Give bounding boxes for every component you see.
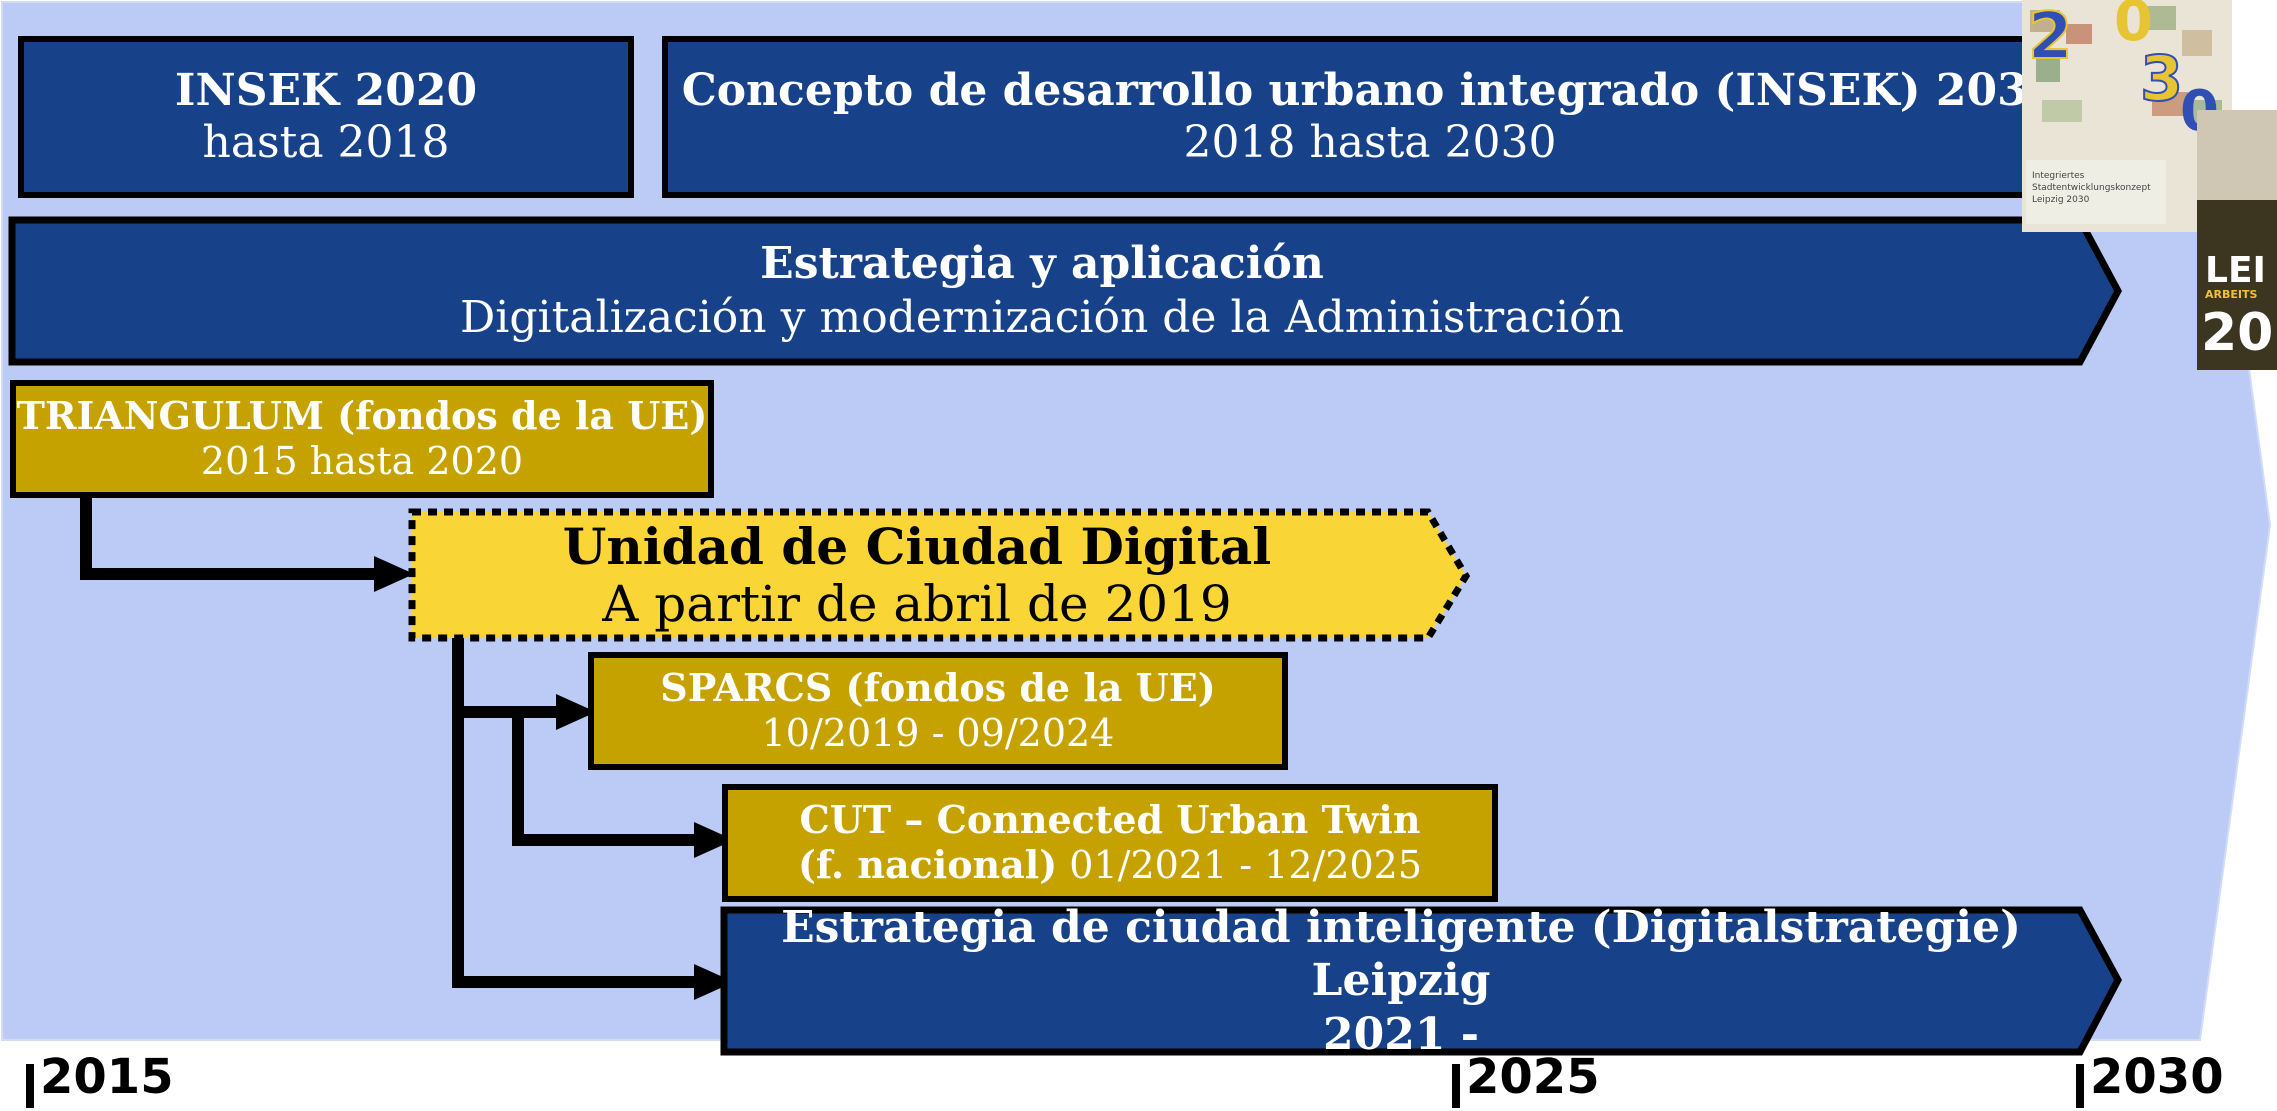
leipzig-cover-image: LEI ARBEITS 20 (2197, 110, 2277, 370)
sparcs-box: SPARCS (fondos de la UE) 10/2019 - 09/20… (588, 652, 1288, 770)
year-2025: 2025 (1466, 1049, 1600, 1105)
insek-2030-title: Concepto de desarrollo urbano integrado … (681, 65, 2059, 117)
digital-unit-text: Unidad de Ciudad Digital A partir de abr… (412, 514, 1422, 638)
smart-city-sub: 2021 - (1322, 1008, 1480, 1060)
cut-dates: 01/2021 - 12/2025 (1057, 843, 1423, 887)
year-2015: 2015 (40, 1049, 174, 1105)
insek-2020-box: INSEK 2020 hasta 2018 (18, 36, 634, 198)
digital-unit-sub: A partir de abril de 2019 (602, 574, 1232, 633)
cut-title: CUT – Connected Urban Twin (799, 797, 1421, 843)
smart-city-text: Estrategia de ciudad inteligente (Digita… (724, 902, 2078, 1060)
tick-2015 (26, 1064, 34, 1108)
insek-cover-line3: Leipzig 2030 (2032, 195, 2090, 205)
insek-2020-sub: hasta 2018 (202, 117, 450, 168)
leipzig-cover-small: ARBEITS (2205, 288, 2257, 301)
cut-sub-line: (f. nacional) 01/2021 - 12/2025 (797, 842, 1423, 888)
svg-text:0: 0 (2114, 0, 2153, 54)
tick-2025 (1452, 1064, 1460, 1108)
leipzig-cover-big: LEI (2205, 250, 2266, 291)
sparcs-sub: 10/2019 - 09/2024 (761, 711, 1115, 755)
tick-2030 (2076, 1064, 2084, 1108)
cut-funding: (f. nacional) (797, 842, 1058, 887)
smart-city-title: Estrategia de ciudad inteligente (Digita… (781, 901, 2021, 1007)
triangulum-box: TRIANGULUM (fondos de la UE) 2015 hasta … (10, 380, 714, 498)
triangulum-title: TRIANGULUM (fondos de la UE) (16, 393, 708, 439)
strategy-text: Estrategia y aplicación Digitalización y… (12, 222, 2072, 360)
year-2030: 2030 (2090, 1049, 2224, 1105)
triangulum-sub: 2015 hasta 2020 (200, 439, 524, 483)
insek-2020-title: INSEK 2020 (174, 65, 478, 117)
svg-text:3: 3 (2140, 42, 2183, 115)
insek-2030-box: Concepto de desarrollo urbano integrado … (662, 36, 2078, 198)
strategy-sub: Digitalización y modernización de la Adm… (460, 292, 1624, 343)
insek-cover-line2: Stadtentwicklungskonzept (2032, 183, 2151, 193)
svg-text:2: 2 (2028, 0, 2073, 74)
insek-cover-line1: Integriertes (2032, 171, 2085, 181)
sparcs-title: SPARCS (fondos de la UE) (660, 665, 1216, 711)
cut-box: CUT – Connected Urban Twin (f. nacional)… (722, 784, 1498, 902)
insek-2030-sub: 2018 hasta 2030 (1183, 117, 1557, 168)
strategy-title: Estrategia y aplicación (760, 238, 1324, 290)
digital-unit-title: Unidad de Ciudad Digital (562, 516, 1272, 576)
leipzig-cover-num: 20 (2201, 303, 2273, 363)
